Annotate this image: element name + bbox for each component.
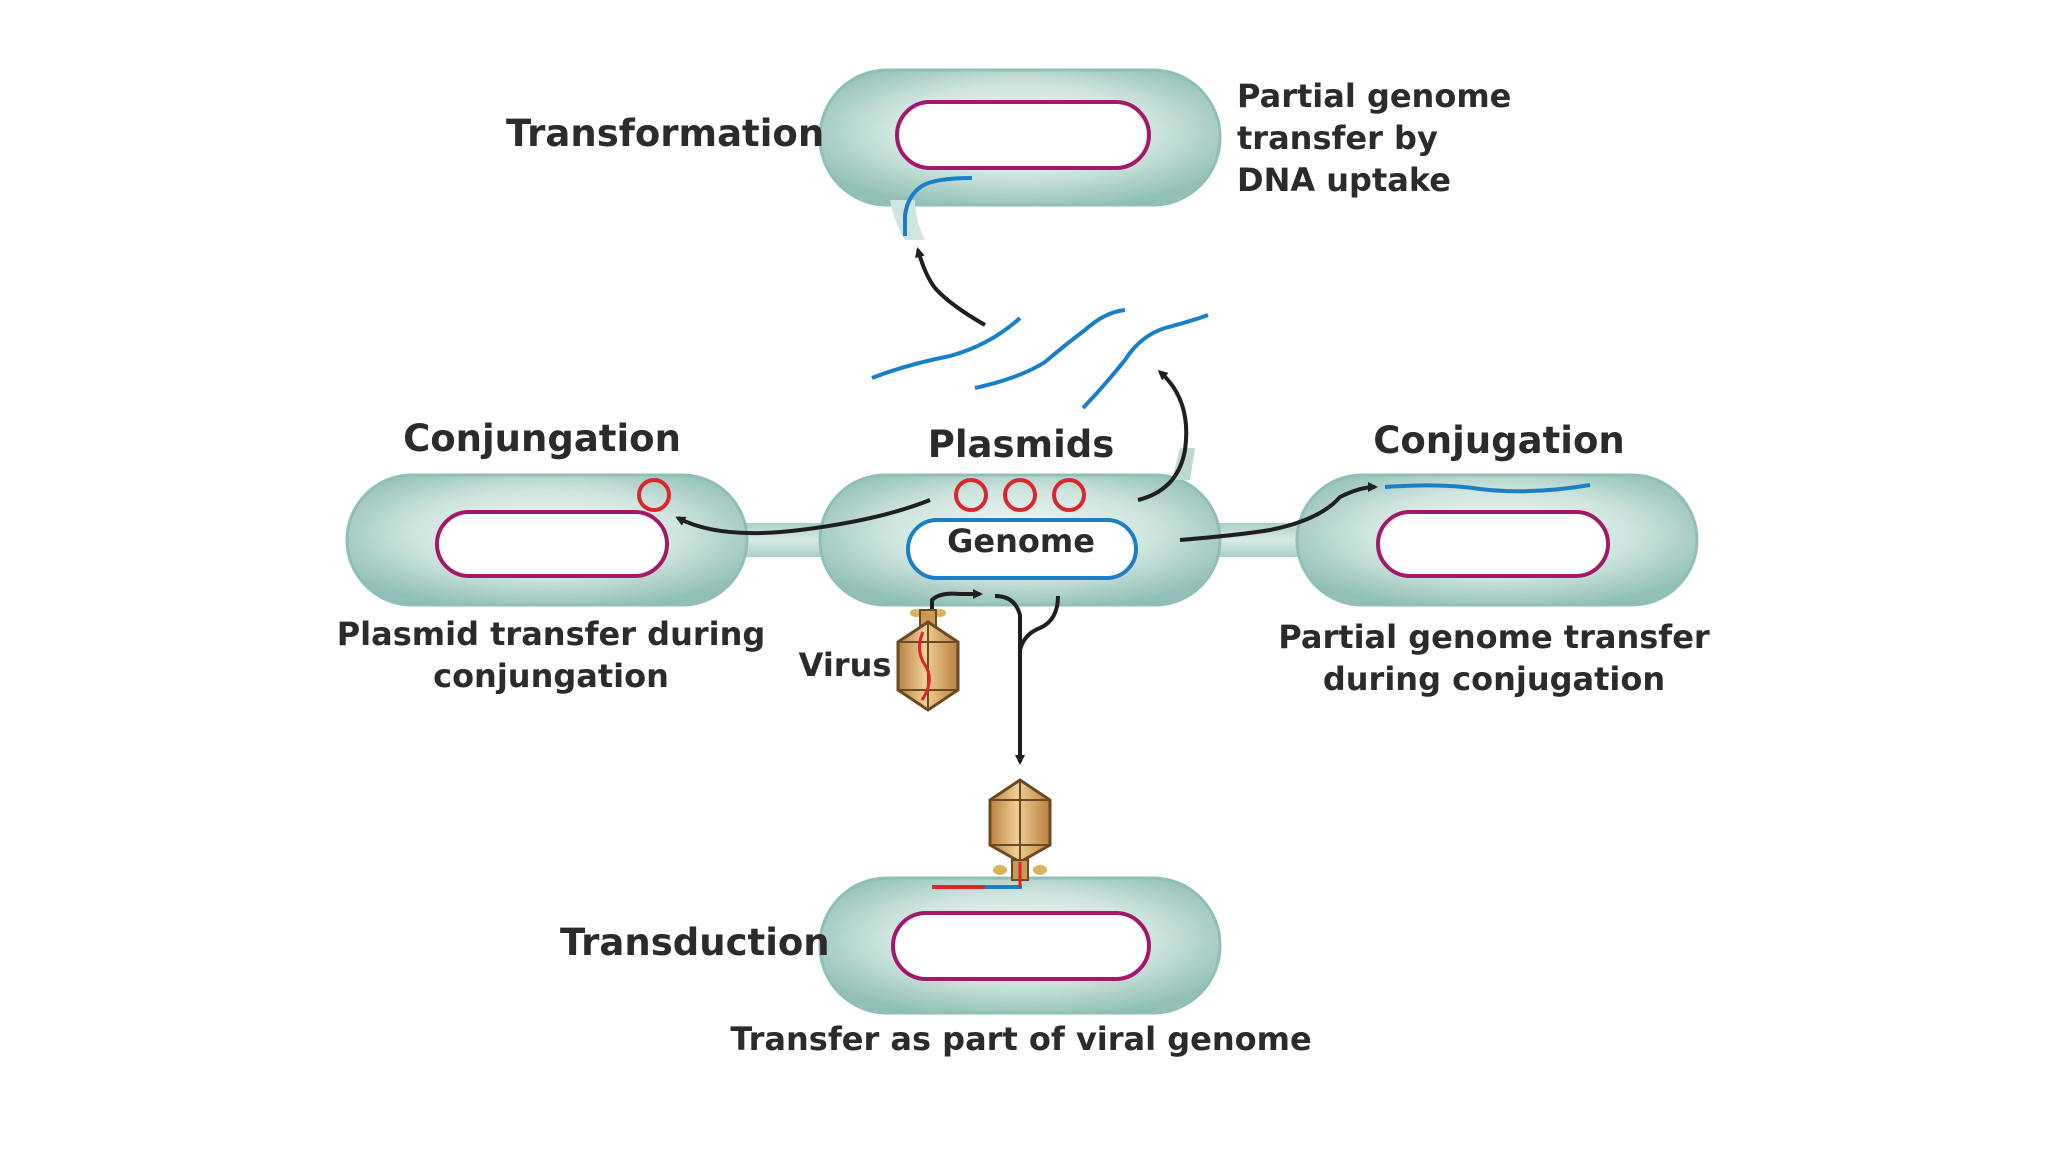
phage-icon	[988, 778, 1052, 888]
label-partial-conjugation-2: during conjugation	[1323, 660, 1665, 698]
arrows	[675, 247, 1378, 765]
conjugation-bridge-right	[1212, 523, 1310, 557]
label-transduction: Transduction	[560, 921, 830, 964]
plasmid-ring-icon	[954, 478, 988, 512]
arrow-to-fragments	[1137, 370, 1189, 502]
cell-transformation	[818, 68, 1222, 240]
cell-donor	[818, 448, 1222, 607]
chromosome-left	[435, 510, 669, 578]
label-partial-conjugation-1: Partial genome transfer	[1278, 618, 1710, 656]
dna-fragment-icon	[1384, 483, 1591, 494]
genome-chromosome	[906, 518, 1138, 580]
cell-transduction	[818, 876, 1222, 1015]
label-transformation-desc-1: Partial genome	[1237, 77, 1511, 115]
arrow-virus-in	[930, 589, 983, 620]
chromosome-transformation	[895, 100, 1151, 170]
label-genome: Genome	[947, 522, 1095, 560]
plasmid-ring-icon	[637, 478, 671, 512]
label-virus: Virus	[799, 646, 892, 684]
arrow-to-transformation	[915, 247, 986, 327]
arrow-to-left-cell	[675, 498, 931, 536]
cell-conjugation-right	[1295, 473, 1699, 607]
label-transformation-desc-2: transfer by	[1237, 119, 1438, 157]
label-conjugation-right: Conjugation	[1373, 419, 1625, 462]
label-transformation: Transformation	[506, 112, 824, 155]
arrow-to-right-cell	[1179, 482, 1378, 542]
plasmid-ring-icon	[1003, 478, 1037, 512]
label-plasmids: Plasmids	[928, 423, 1115, 466]
plasmid-ring-icon	[1052, 478, 1086, 512]
label-transformation-desc-3: DNA uptake	[1237, 161, 1451, 199]
free-dna-fragments	[871, 308, 1209, 410]
label-plasmid-transfer-1: Plasmid transfer during	[337, 615, 766, 653]
label-conjungation-left: Conjungation	[403, 417, 681, 460]
cell-conjungation-left	[345, 473, 749, 607]
dna-fragment-icon	[1081, 313, 1209, 410]
label-plasmid-transfer-2: conjungation	[433, 657, 669, 695]
arrow-branch	[1018, 595, 1060, 651]
virus-icon	[896, 609, 960, 712]
dna-fragment-icon	[871, 316, 1022, 380]
label-transduction-desc: Transfer as part of viral genome	[730, 1020, 1311, 1058]
arrow-to-transduction	[994, 594, 1025, 765]
dna-fragment-icon	[903, 176, 973, 236]
chromosome-transduction	[891, 911, 1151, 981]
chromosome-right	[1376, 510, 1610, 578]
dna-fragment-icon	[974, 308, 1126, 390]
